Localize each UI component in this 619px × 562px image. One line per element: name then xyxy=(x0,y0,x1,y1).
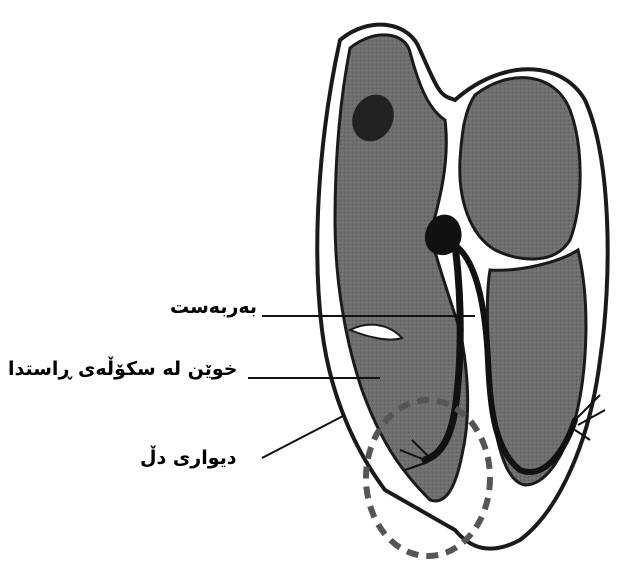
label-blood-right-ventricle: خوێن لە سکۆڵەی ڕاستدا xyxy=(8,358,237,380)
label-heart-wall: دیواری دڵ xyxy=(140,447,237,469)
left-atrium xyxy=(460,78,580,259)
label-septum: بەربەست xyxy=(170,296,257,318)
leader-wall xyxy=(262,415,345,458)
